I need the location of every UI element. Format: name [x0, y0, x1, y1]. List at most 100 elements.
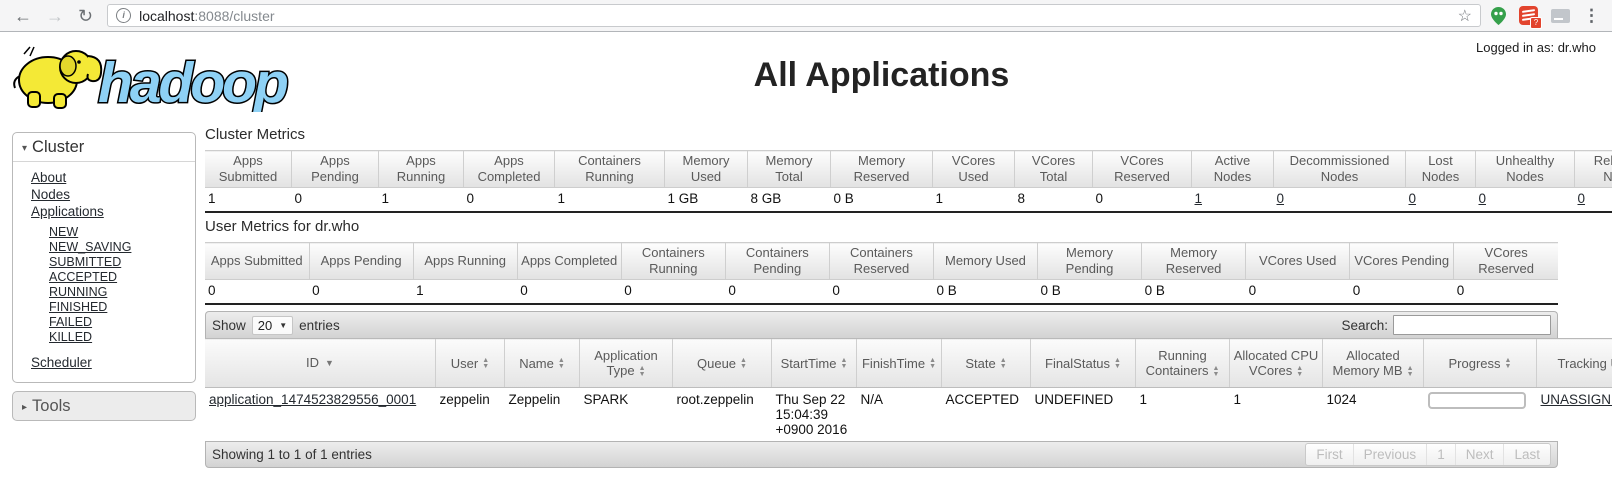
grey-extension-icon[interactable]	[1551, 9, 1570, 23]
cluster-metrics-col: Memory Reserved	[831, 151, 933, 188]
col-header-progress[interactable]: Progress▲▼	[1424, 339, 1537, 388]
cluster-metrics-col: Apps Submitted	[205, 151, 292, 188]
col-header-queue[interactable]: Queue▲▼	[673, 339, 772, 388]
user-metric-value: 0 B	[1038, 280, 1142, 305]
metric-apps-pending: 0	[292, 188, 379, 213]
cell-id: application_1474523829556_0001	[205, 388, 436, 442]
app-state-links: NEW NEW_SAVING SUBMITTED ACCEPTED RUNNIN…	[13, 220, 195, 345]
sort-icon: ▲▼	[740, 358, 747, 370]
sidebar-item-failed[interactable]: FAILED	[49, 315, 195, 330]
col-header-tracking-ui[interactable]: Tracking UI▲▼	[1537, 339, 1612, 388]
cell-progress	[1424, 388, 1537, 442]
sidebar-item-about[interactable]: About	[31, 169, 195, 186]
sidebar-item-killed[interactable]: KILLED	[49, 330, 195, 345]
col-header-id[interactable]: ID▼	[205, 339, 436, 388]
lost-nodes-link[interactable]: 0	[1409, 191, 1417, 206]
chrome-menu-icon[interactable]: ⋮	[1583, 6, 1600, 26]
sidebar-item-accepted[interactable]: ACCEPTED	[49, 270, 195, 285]
sort-icon: ▲▼	[482, 358, 489, 370]
col-header-starttime[interactable]: StartTime▲▼	[772, 339, 857, 388]
bookmark-star-icon[interactable]: ☆	[1458, 6, 1472, 26]
cell-allocated-cpu-vcores: 1	[1230, 388, 1323, 442]
cluster-metrics-col: VCores Used	[933, 151, 1015, 188]
sidebar-item-finished[interactable]: FINISHED	[49, 300, 195, 315]
sidebar-item-applications[interactable]: Applications	[31, 203, 195, 220]
metric-active-nodes: 1	[1192, 188, 1274, 213]
cell-finishtime: N/A	[857, 388, 942, 442]
user-metrics-col: Containers Running	[621, 243, 725, 280]
sort-icon: ▲▼	[1000, 358, 1007, 370]
tools-section-header[interactable]: ▸ Tools	[12, 391, 196, 421]
active-nodes-link[interactable]: 1	[1195, 191, 1203, 206]
sidebar-item-submitted[interactable]: SUBMITTED	[49, 255, 195, 270]
col-header-allocated-cpu-vcores[interactable]: Allocated CPU VCores▲▼	[1230, 339, 1323, 388]
applications-header-row: ID▼ User▲▼ Name▲▼ Application Type▲▼ Que…	[205, 339, 1612, 388]
col-header-allocated-memory-mb[interactable]: Allocated Memory MB▲▼	[1323, 339, 1424, 388]
rebooted-nodes-link[interactable]: 0	[1578, 191, 1586, 206]
cluster-section-header[interactable]: ▾Cluster	[13, 133, 195, 162]
cell-finalstatus: UNDEFINED	[1031, 388, 1136, 442]
user-metric-value: 0	[1454, 280, 1558, 305]
back-icon[interactable]: ←	[14, 7, 32, 25]
search-input[interactable]	[1393, 315, 1551, 335]
sidebar-item-new-saving[interactable]: NEW_SAVING	[49, 240, 195, 255]
sidebar-item-nodes[interactable]: Nodes	[31, 186, 195, 203]
cluster-metrics-col: Active Nodes	[1192, 151, 1274, 188]
sidebar-item-scheduler[interactable]: Scheduler	[31, 355, 92, 370]
green-extension-icon[interactable]	[1491, 7, 1506, 25]
page-info-icon[interactable]: i	[116, 8, 131, 23]
pagination-page-1[interactable]: 1	[1426, 444, 1455, 465]
col-header-finishtime[interactable]: FinishTime▲▼	[857, 339, 942, 388]
logged-in-as: Logged in as: dr.who	[1476, 40, 1596, 55]
user-metric-value: 0	[205, 280, 309, 305]
page-size-select[interactable]: 20 ▼	[252, 316, 293, 335]
sort-icon: ▲▼	[1212, 366, 1219, 378]
page-title: All Applications	[205, 56, 1558, 95]
user-metrics-col: Apps Completed	[517, 243, 621, 280]
pagination-first[interactable]: First	[1306, 444, 1352, 465]
reload-icon[interactable]: ↻	[78, 7, 93, 25]
red-extension-icon[interactable]: ?	[1519, 6, 1538, 25]
col-header-user[interactable]: User▲▼	[436, 339, 505, 388]
tools-section-label: Tools	[32, 397, 71, 415]
col-header-state[interactable]: State▲▼	[942, 339, 1031, 388]
cluster-metrics-col: Apps Running	[379, 151, 464, 188]
sort-icon: ▲▼	[1505, 358, 1512, 370]
cluster-metrics-col: Lost Nodes	[1406, 151, 1476, 188]
unhealthy-nodes-link[interactable]: 0	[1479, 191, 1487, 206]
show-label: Show	[212, 318, 246, 333]
cluster-metrics-col: Memory Used	[665, 151, 748, 188]
cell-starttime: Thu Sep 22 15:04:39 +0900 2016	[772, 388, 857, 442]
metric-vcores-total: 8	[1015, 188, 1093, 213]
pagination-next[interactable]: Next	[1455, 444, 1504, 465]
col-header-finalstatus[interactable]: FinalStatus▲▼	[1031, 339, 1136, 388]
sort-desc-icon: ▼	[325, 358, 334, 368]
url-bar[interactable]: i localhost :8088/cluster ☆	[107, 4, 1481, 27]
cluster-metrics-col: Decommissioned Nodes	[1274, 151, 1406, 188]
metric-memory-reserved: 0 B	[831, 188, 933, 213]
sort-icon: ▲▼	[929, 358, 936, 370]
expand-triangle-icon: ▸	[22, 402, 27, 413]
decommissioned-nodes-link[interactable]: 0	[1277, 191, 1285, 206]
user-metric-value: 0	[1350, 280, 1454, 305]
col-header-application-type[interactable]: Application Type▲▼	[580, 339, 673, 388]
tracking-ui-link[interactable]: UNASSIGNED	[1541, 392, 1612, 407]
pagination-last[interactable]: Last	[1503, 444, 1550, 465]
forward-icon[interactable]: →	[46, 7, 64, 25]
user-metrics-col: Memory Used	[933, 243, 1037, 280]
col-header-name[interactable]: Name▲▼	[505, 339, 580, 388]
metric-memory-used: 1 GB	[665, 188, 748, 213]
entries-label: entries	[299, 318, 340, 333]
col-header-running-containers[interactable]: Running Containers▲▼	[1136, 339, 1230, 388]
metric-vcores-reserved: 0	[1093, 188, 1192, 213]
sidebar-item-new[interactable]: NEW	[49, 225, 195, 240]
application-id-link[interactable]: application_1474523829556_0001	[209, 392, 416, 407]
user-metric-value: 0 B	[1142, 280, 1246, 305]
page-size-value: 20	[258, 318, 272, 333]
pagination-previous[interactable]: Previous	[1353, 444, 1427, 465]
user-metrics-table: Apps Submitted Apps Pending Apps Running…	[205, 242, 1558, 305]
sidebar-item-running[interactable]: RUNNING	[49, 285, 195, 300]
cluster-metrics-col: VCores Total	[1015, 151, 1093, 188]
applications-table: ID▼ User▲▼ Name▲▼ Application Type▲▼ Que…	[205, 338, 1612, 441]
user-metrics-col: Apps Pending	[309, 243, 413, 280]
